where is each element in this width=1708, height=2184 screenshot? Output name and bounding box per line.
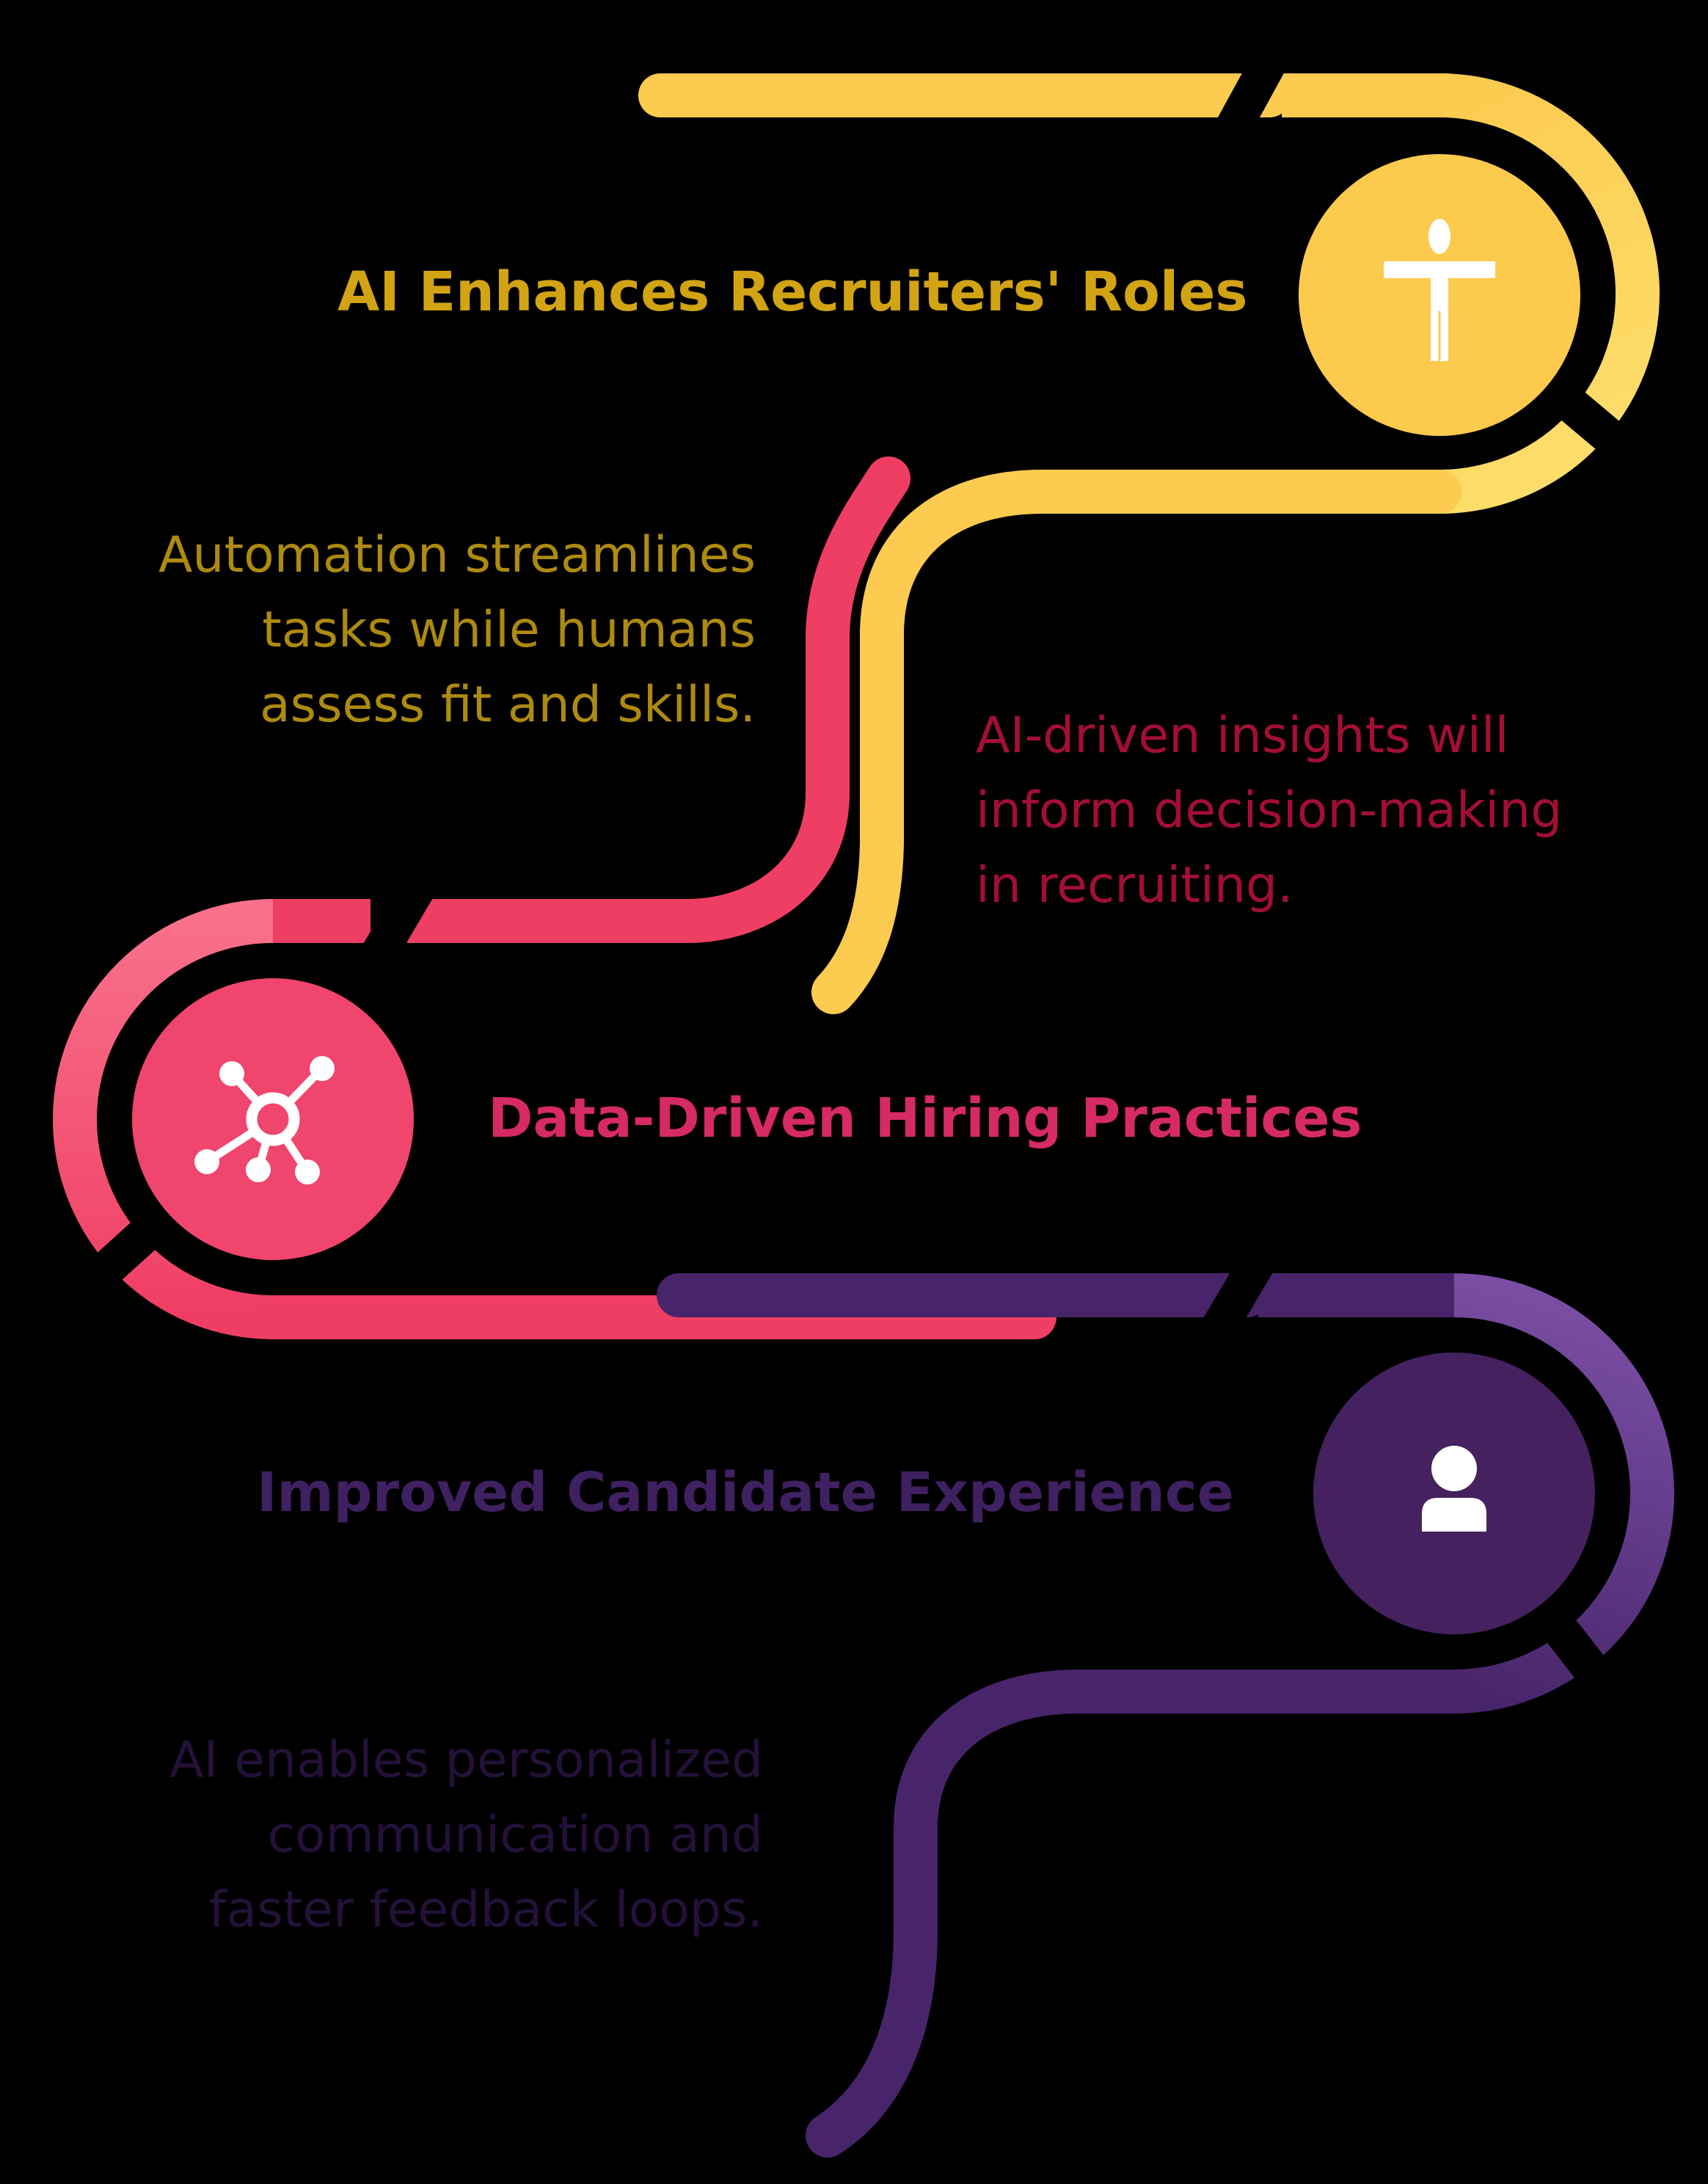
section2-title: Data-Driven Hiring Practices [488,1087,1362,1150]
pink-ring-gap-cut [75,1204,176,1300]
pink-descender-inbound [389,456,910,943]
yellow-node-ring [1439,73,1660,514]
purple-bar-gap-cut [1198,1245,1278,1345]
person-avatar-icon [1422,1446,1486,1532]
pink-node-circle [132,978,414,1260]
yellow-ring-gap-cut [1539,374,1643,469]
section1-title: AI Enhances Recruiters' Roles [337,261,1248,324]
purple-exit-tail [806,1670,1476,2158]
section3-description: AI enables personalized communication an… [169,1731,763,1939]
section3-title: Improved Candidate Experience [257,1461,1234,1524]
purple-node-circle [1313,1353,1595,1634]
pink-node-ring [53,899,274,1339]
yellow-exit-descender [811,470,1461,1014]
network-nodes-icon [194,1056,335,1184]
pink-inbound-gap-cut [358,871,438,971]
section1-description: Automation streamlines tasks while human… [158,526,756,734]
yellow-bar-gap-cut [1211,46,1289,149]
section2-description: AI-driven insights will inform decision-… [976,707,1563,914]
purple-node-ring [1453,1273,1674,1714]
person-arms-out-icon [1384,219,1495,361]
purple-ring-gap-cut [1530,1598,1622,1702]
